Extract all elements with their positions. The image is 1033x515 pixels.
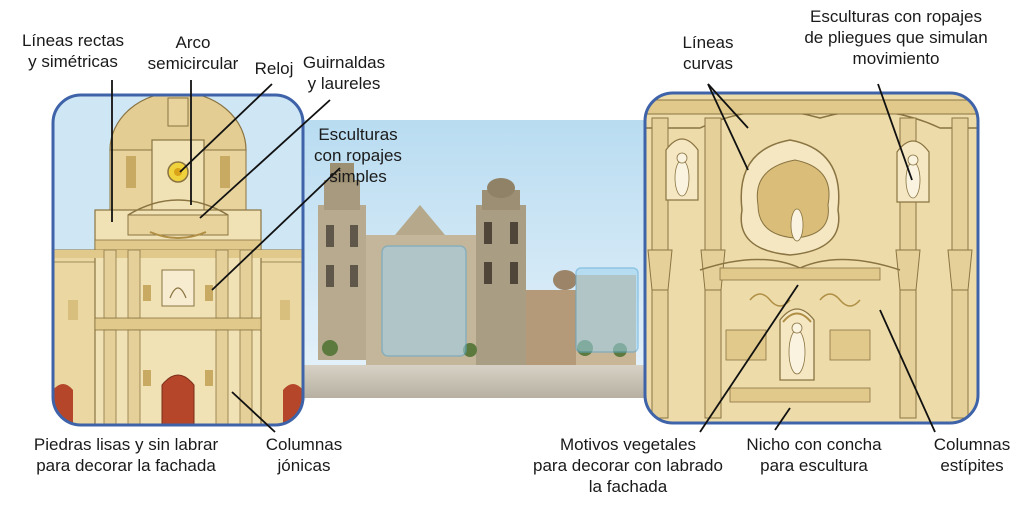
pointer-reloj (179, 83, 273, 173)
label-piedras-lisas: Piedras lisas y sin labrar para decorar … (33, 435, 219, 475)
label-columnas-estipites: Columnas estípites (933, 435, 1011, 475)
pointer-esculturas-simples (211, 167, 341, 291)
label-lineas-rectas: Líneas rectas y simétricas (21, 31, 125, 71)
neoclassical-facade-illustration (53, 95, 303, 425)
label-motivos-vegetales: Motivos vegetales para decorar con labra… (533, 435, 723, 496)
pointer-guirnaldas (199, 99, 331, 219)
pointer-lineas-curvas-1 (707, 83, 749, 171)
pointer-lineas-curvas-2 (707, 83, 749, 129)
pointer-esculturas-pliegues (877, 83, 913, 181)
label-esculturas-pliegues: Esculturas con ropajes de pliegues que s… (804, 7, 988, 68)
label-nicho-concha: Nicho con concha para escultura (746, 435, 882, 475)
label-esculturas-simples: Esculturas con ropajes simples (314, 125, 402, 186)
pointer-lines (111, 80, 936, 433)
label-columnas-jonicas: Columnas jónicas (265, 435, 343, 475)
right-panel-frame (643, 91, 980, 425)
pointer-nicho (774, 407, 791, 431)
pointer-columnas-jonicas (231, 391, 276, 433)
baroque-facade-illustration (645, 93, 978, 423)
pointer-estipites (879, 309, 936, 433)
pointer-motivos (699, 284, 799, 433)
highlight-baroque (575, 267, 639, 353)
label-reloj: Reloj (254, 59, 294, 78)
cathedral-photo (303, 120, 648, 398)
highlight-neoclassical (381, 245, 467, 357)
label-guirnaldas: Guirnaldas y laureles (302, 53, 386, 93)
label-lineas-curvas: Líneas curvas (682, 33, 734, 73)
left-panel-frame (51, 93, 305, 427)
label-arco-semicircular: Arco semicircular (147, 33, 239, 73)
